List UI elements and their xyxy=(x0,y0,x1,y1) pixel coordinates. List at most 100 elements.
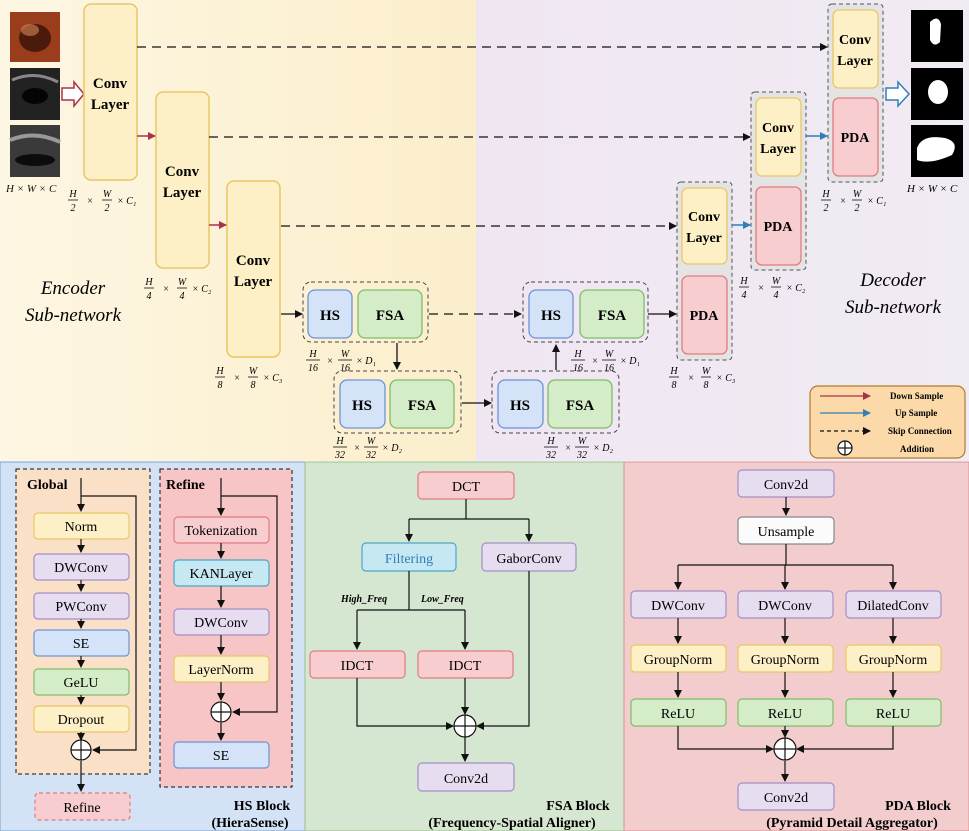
svg-text:8: 8 xyxy=(672,380,677,391)
svg-text:× D₁: × D₁ xyxy=(620,356,640,367)
decoder-title-line1: Decoder xyxy=(859,270,926,291)
pda-flow xyxy=(674,497,897,782)
svg-text:H: H xyxy=(308,349,317,360)
svg-text:×: × xyxy=(163,284,170,295)
svg-text:KANLayer: KANLayer xyxy=(190,567,253,582)
svg-text:2: 2 xyxy=(71,203,76,214)
input-images xyxy=(9,12,61,177)
encoder-conv-3-label-1: Conv xyxy=(236,253,271,269)
svg-text:2: 2 xyxy=(855,203,860,214)
svg-text:H: H xyxy=(335,436,344,447)
pda-conv2d-bottom xyxy=(737,782,835,811)
svg-text:DWConv: DWConv xyxy=(54,561,108,576)
svg-text:8: 8 xyxy=(218,380,223,391)
encoder-title-line1: Encoder xyxy=(40,278,106,299)
svg-text:8: 8 xyxy=(704,380,709,391)
legend-addition-icon xyxy=(837,440,853,456)
svg-text:W: W xyxy=(853,189,863,200)
svg-text:DWConv: DWConv xyxy=(194,616,248,631)
hs-caption-1: HS Block xyxy=(234,799,291,814)
svg-text:×: × xyxy=(327,356,334,367)
input-arrow xyxy=(61,79,85,109)
hs-global-add-icon xyxy=(70,739,92,761)
decoder-dim-16: H 16 × W 16 × D₁ xyxy=(571,349,640,374)
svg-text:16: 16 xyxy=(308,363,318,374)
decoder-dim-2: H 2 × W 2 × C₁ xyxy=(821,189,886,214)
svg-text:Tokenization: Tokenization xyxy=(185,524,258,539)
svg-text:W: W xyxy=(367,436,377,447)
svg-text:FSA: FSA xyxy=(408,398,437,414)
encoder-conv-2-label-1: Conv xyxy=(165,164,200,180)
svg-text:Refine: Refine xyxy=(63,801,100,816)
svg-text:× C₂: × C₂ xyxy=(786,283,806,294)
hs-refine-flow xyxy=(217,478,278,741)
svg-text:×: × xyxy=(87,196,94,207)
svg-text:DilatedConv: DilatedConv xyxy=(857,599,929,614)
svg-text:IDCT: IDCT xyxy=(341,659,374,674)
svg-text:GaborConv: GaborConv xyxy=(496,552,561,567)
legend: Down Sample Up Sample Skip Connection Ad… xyxy=(809,385,966,459)
svg-text:32: 32 xyxy=(365,450,376,461)
svg-text:4: 4 xyxy=(774,290,779,301)
encoder-conv-1 xyxy=(83,3,138,181)
decoder-fsa-block-1 xyxy=(579,289,645,339)
svg-text:DWConv: DWConv xyxy=(758,599,812,614)
svg-text:GeLU: GeLU xyxy=(64,676,99,691)
encoder-dim-1: H 2 × W 2 × C₁ xyxy=(68,189,136,214)
svg-text:×: × xyxy=(354,443,361,454)
svg-text:H: H xyxy=(144,277,153,288)
svg-text:GroupNorm: GroupNorm xyxy=(859,653,928,668)
svg-text:× C₁: × C₁ xyxy=(867,196,886,207)
legend-skip-label: Skip Connection xyxy=(888,426,952,436)
svg-text:× C₂: × C₂ xyxy=(192,284,212,295)
svg-text:16: 16 xyxy=(573,363,583,374)
svg-text:Layer: Layer xyxy=(760,142,796,157)
decoder-pda-3 xyxy=(681,275,728,355)
encoder-hs-block-1 xyxy=(307,289,353,339)
encoder-fsa-block-1 xyxy=(357,289,423,339)
svg-text:Conv: Conv xyxy=(688,210,720,225)
svg-text:ReLU: ReLU xyxy=(768,707,802,722)
svg-text:HS: HS xyxy=(541,308,561,324)
svg-text:32: 32 xyxy=(545,450,556,461)
fsa-low-freq-label: Low_Freq xyxy=(420,594,464,605)
svg-text:W: W xyxy=(178,277,188,288)
encoder-conv-3 xyxy=(226,180,281,358)
svg-text:GroupNorm: GroupNorm xyxy=(751,653,820,668)
svg-text:DCT: DCT xyxy=(452,480,480,495)
svg-text:Conv2d: Conv2d xyxy=(444,772,488,787)
svg-text:2: 2 xyxy=(824,203,829,214)
legend-addition-label: Addition xyxy=(900,444,934,454)
svg-text:H: H xyxy=(739,276,748,287)
hs-refine-add-icon xyxy=(210,701,232,723)
input-dim-label: H × W × C xyxy=(5,183,57,195)
fsa-high-freq-label: High_Freq xyxy=(340,594,387,605)
svg-text:× C₃: × C₃ xyxy=(716,373,736,384)
svg-text:ReLU: ReLU xyxy=(876,707,910,722)
svg-text:Layer: Layer xyxy=(837,54,873,69)
fsa-conv2d xyxy=(417,762,515,792)
encoder-dim-2: H 4 × W 4 × C₂ xyxy=(144,277,212,302)
svg-text:×: × xyxy=(758,283,765,294)
svg-text:ReLU: ReLU xyxy=(661,707,695,722)
decoder-hsfsa-group-1 xyxy=(522,281,649,343)
svg-text:FSA: FSA xyxy=(566,398,595,414)
svg-text:H: H xyxy=(821,189,830,200)
svg-text:HS: HS xyxy=(320,308,340,324)
svg-text:Filtering: Filtering xyxy=(385,552,433,567)
encoder-conv-1-label-2: Layer xyxy=(91,97,130,113)
svg-text:× D₂: × D₂ xyxy=(593,443,613,454)
svg-text:Norm: Norm xyxy=(65,520,98,535)
svg-text:Unsample: Unsample xyxy=(758,525,815,540)
decoder-pda-2 xyxy=(755,186,802,266)
pda-caption-1: PDA Block xyxy=(885,799,951,814)
svg-text:8: 8 xyxy=(251,380,256,391)
svg-text:Dropout: Dropout xyxy=(58,713,105,728)
encoder-conv-2 xyxy=(155,91,210,269)
output-masks xyxy=(911,10,963,177)
svg-text:FSA: FSA xyxy=(598,308,627,324)
svg-text:16: 16 xyxy=(340,363,350,374)
decoder-fsa-block-2 xyxy=(547,379,613,429)
svg-text:GroupNorm: GroupNorm xyxy=(644,653,713,668)
svg-text:Conv: Conv xyxy=(762,121,794,136)
